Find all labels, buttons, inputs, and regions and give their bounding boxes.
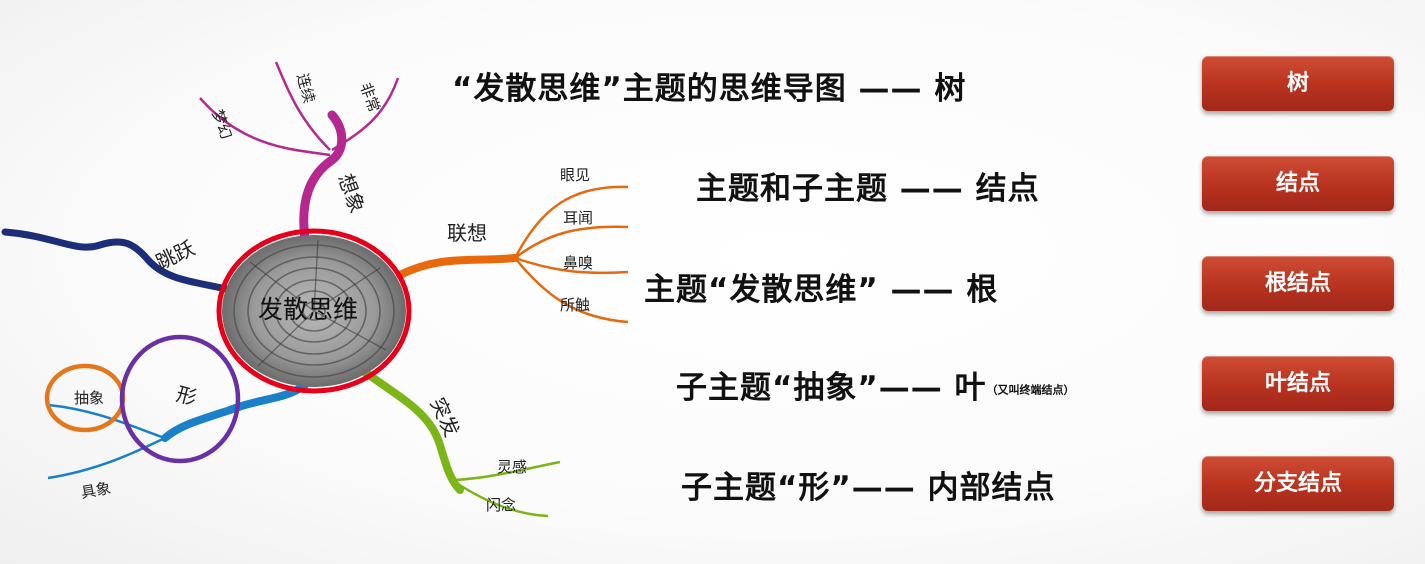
line-leaf-text: 子主题“抽象”—— 叶 xyxy=(676,370,987,406)
branch-xing-leaf-1 xyxy=(47,403,166,440)
branch-xing-leaf-2 xyxy=(47,436,166,480)
branch-lianxiang-leaf-4 xyxy=(514,257,629,324)
line-leaf: 子主题“抽象”—— 叶（又叫终端结点） xyxy=(676,362,1075,407)
leaf-bixiu: 鼻嗅 xyxy=(563,254,593,272)
leaf-menghuan: 梦幻 xyxy=(208,107,235,141)
branch-xing-trunk xyxy=(161,381,309,442)
internal-node-highlight-circle xyxy=(119,334,241,464)
branch-xiangxiang: 梦幻 连续 非常 想象 xyxy=(199,61,400,245)
tag-root-node: 根结点 xyxy=(1202,256,1394,311)
tag-tree: 树 xyxy=(1202,56,1394,111)
branch-xiangxiang-leaf-1 xyxy=(199,97,331,157)
branch-tufa-trunk xyxy=(361,368,464,494)
branch-label-xing: 形 xyxy=(174,382,200,410)
root-node: 发散思维 xyxy=(222,235,406,387)
branch-lianxiang-leaf-2 xyxy=(514,225,629,259)
branch-label-tiaoyue: 跳跃 xyxy=(152,236,198,275)
leaf-feichang: 非常 xyxy=(356,80,383,114)
tag-node: 结点 xyxy=(1202,156,1394,211)
branch-tiaoyue: 跳跃 xyxy=(1,228,234,294)
root-label: 发散思维 xyxy=(258,295,358,324)
root-highlight-circle xyxy=(216,228,412,394)
branch-lianxiang: 眼见 耳闻 鼻嗅 所触 联想 xyxy=(396,166,629,324)
branch-tufa: 灵感 闪念 突发 xyxy=(361,368,561,518)
line-node: 主题和子主题 —— 结点 xyxy=(696,171,1040,207)
branch-label-xiangxiang: 想象 xyxy=(333,171,369,217)
line-tree: “发散思维”主题的思维导图 —— 树 xyxy=(452,71,967,107)
branch-label-lianxiang: 联想 xyxy=(447,221,487,245)
branch-xiangxiang-trunk xyxy=(299,110,347,245)
leaf-linggan: 灵感 xyxy=(497,458,527,476)
line-internal: 子主题“形”—— 内部结点 xyxy=(681,470,1056,506)
branch-tufa-leaf-2 xyxy=(454,480,549,518)
branch-xiangxiang-leaf-3 xyxy=(331,77,400,152)
leaf-suochu: 所触 xyxy=(560,296,590,314)
branch-xing: 抽象 具象 形 xyxy=(47,381,309,502)
root-wood-rings xyxy=(233,244,395,378)
line-leaf-note: （又叫终端结点） xyxy=(986,383,1075,397)
leaf-yanjian: 眼见 xyxy=(560,166,590,184)
tag-leaf-node: 叶结点 xyxy=(1202,356,1394,411)
tag-branch-node: 分支结点 xyxy=(1202,456,1394,511)
branch-tufa-leaf-1 xyxy=(454,460,561,482)
branch-lianxiang-leaf-3 xyxy=(514,256,629,275)
mind-map-diagram: 梦幻 连续 非常 想象 眼见 耳闻 鼻嗅 所触 联想 跳跃 抽象 具象 形 灵感… xyxy=(1,61,629,518)
root-wood-cracks xyxy=(249,239,387,367)
leaf-chouxiang: 抽象 xyxy=(74,389,104,407)
leaf-shannian: 闪念 xyxy=(486,496,516,514)
line-root: 主题“发散思维” —— 根 xyxy=(644,272,999,308)
branch-lianxiang-leaf-1 xyxy=(513,185,629,259)
branch-lianxiang-trunk xyxy=(396,254,519,279)
leaf-juxiang: 具象 xyxy=(80,479,113,502)
branch-xiangxiang-leaf-2 xyxy=(274,61,331,151)
leaf-lianxu: 连续 xyxy=(293,71,318,105)
leaf-erwen: 耳闻 xyxy=(563,209,593,227)
branch-tiaoyue-trunk xyxy=(1,228,234,294)
